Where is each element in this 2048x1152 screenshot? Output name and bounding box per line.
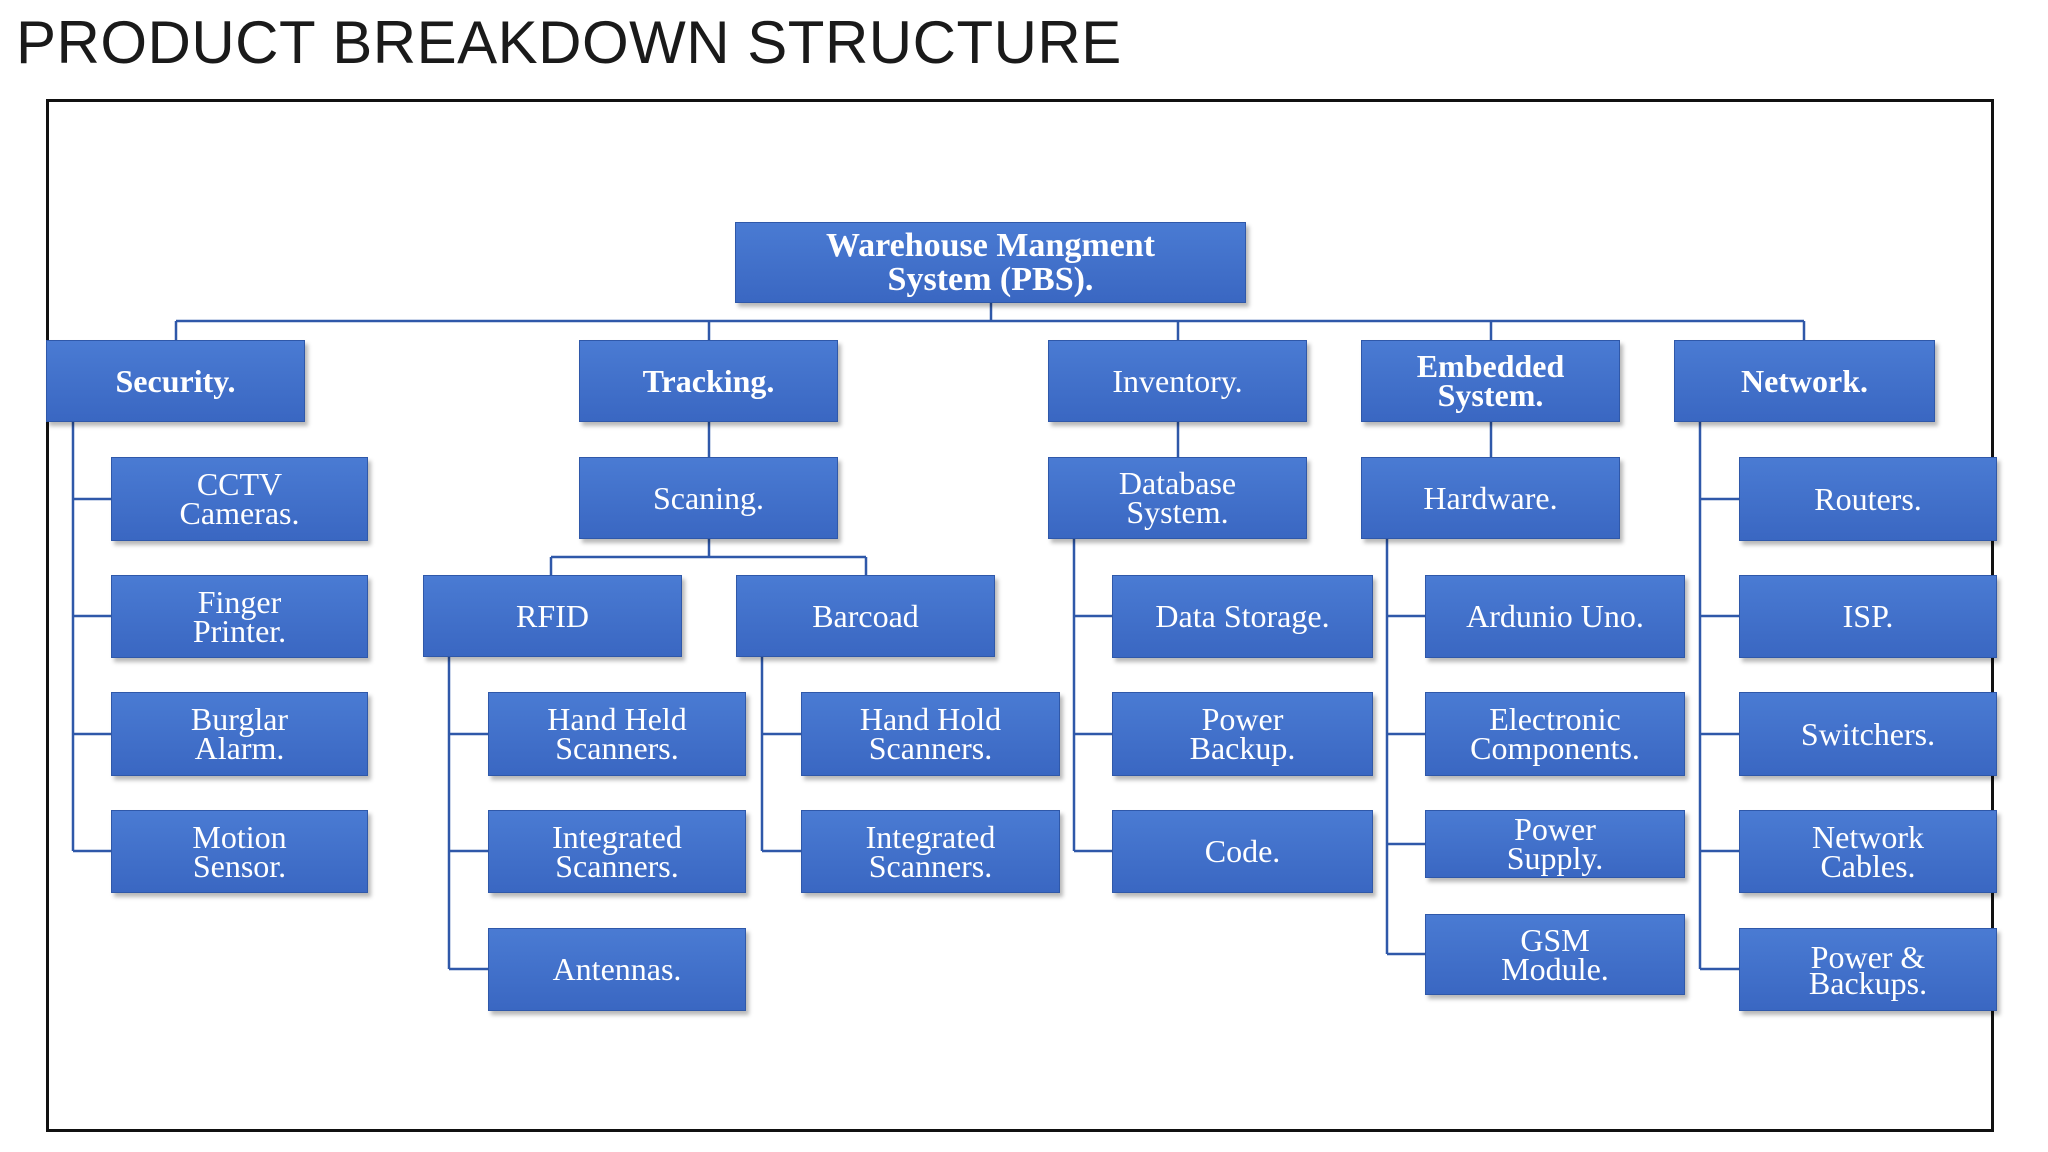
- node-code: Code.: [1112, 810, 1373, 893]
- node-rfid-hand-held-scanners: Hand Held Scanners.: [488, 692, 746, 776]
- node-label: Integrated Scanners.: [865, 818, 996, 884]
- node-tracking: Tracking.: [579, 340, 838, 422]
- slide-title: PRODUCT BREAKDOWN STRUCTURE: [16, 9, 1122, 76]
- node-network: Network.: [1674, 340, 1935, 422]
- node-hardware: Hardware.: [1361, 457, 1620, 539]
- node-gsm-module: GSM Module.: [1425, 914, 1685, 995]
- node-finger-printer: Finger Printer.: [111, 575, 368, 658]
- node-database-system: Database System.: [1048, 457, 1307, 539]
- node-label: Antennas.: [552, 951, 682, 987]
- node-power-backup: Power Backup.: [1112, 692, 1373, 776]
- node-label: ISP.: [1842, 598, 1894, 634]
- node-rfid-integrated-scanners: Integrated Scanners.: [488, 810, 746, 893]
- node-ardunio-uno: Ardunio Uno.: [1425, 575, 1685, 658]
- node-label: Integrated Scanners.: [552, 818, 682, 884]
- node-cctv-cameras: CCTV Cameras.: [111, 457, 368, 541]
- node-network-label: Network.: [1740, 362, 1869, 399]
- node-label: Barcoad: [812, 597, 919, 634]
- node-label: Electronic Components.: [1470, 701, 1640, 766]
- node-network-cables: Network Cables.: [1739, 810, 1997, 893]
- node-security: Security.: [46, 340, 305, 422]
- node-power-backups: Power & Backups.: [1739, 928, 1997, 1011]
- node-label: Code.: [1204, 833, 1281, 869]
- node-antennas: Antennas.: [488, 928, 746, 1011]
- node-label: Hardware.: [1423, 479, 1558, 516]
- node-label: RFID: [516, 597, 589, 634]
- node-label: GSM Module.: [1501, 921, 1609, 987]
- node-rfid: RFID: [423, 575, 682, 657]
- node-barcoad: Barcoad: [736, 575, 995, 657]
- node-label: Finger Printer.: [192, 583, 287, 649]
- node-label: Hand Held Scanners.: [547, 701, 687, 766]
- node-data-storage: Data Storage.: [1112, 575, 1373, 658]
- node-root: Warehouse Mangment System (PBS).: [735, 222, 1246, 303]
- node-label: Power Backup.: [1189, 701, 1296, 766]
- node-label: Hand Hold Scanners.: [859, 701, 1002, 766]
- node-inventory-label: Inventory.: [1112, 362, 1243, 399]
- node-label: Motion Sensor.: [192, 818, 287, 884]
- node-label: Database System.: [1118, 465, 1237, 530]
- node-label: Power & Backups.: [1808, 938, 1928, 1001]
- node-electronic-components: Electronic Components.: [1425, 692, 1685, 776]
- node-embedded-label: Embedded System.: [1416, 348, 1565, 413]
- node-inventory: Inventory.: [1048, 340, 1307, 422]
- node-root-label: Warehouse Mangment System (PBS).: [826, 226, 1155, 298]
- node-isp: ISP.: [1739, 575, 1997, 658]
- node-routers: Routers.: [1739, 457, 1997, 541]
- node-label: Burglar Alarm.: [190, 701, 289, 766]
- node-label: Routers.: [1814, 480, 1922, 517]
- node-barcoad-integrated-scanners: Integrated Scanners.: [801, 810, 1060, 893]
- node-label: Ardunio Uno.: [1466, 598, 1644, 634]
- node-barcoad-hand-hold-scanners: Hand Hold Scanners.: [801, 692, 1060, 776]
- node-label: CCTV Cameras.: [179, 466, 300, 531]
- node-tracking-label: Tracking.: [642, 362, 775, 399]
- node-motion-sensor: Motion Sensor.: [111, 810, 368, 893]
- node-scaning: Scaning.: [579, 457, 838, 539]
- node-power-supply: Power Supply.: [1425, 810, 1685, 878]
- node-label: Network Cables.: [1812, 818, 1924, 884]
- node-burglar-alarm: Burglar Alarm.: [111, 692, 368, 776]
- node-label: Switchers.: [1800, 715, 1936, 752]
- node-label: Power Supply.: [1506, 811, 1604, 876]
- node-embedded-system: Embedded System.: [1361, 340, 1620, 422]
- node-label: Data Storage.: [1155, 598, 1330, 634]
- node-switchers: Switchers.: [1739, 692, 1997, 776]
- node-security-label: Security.: [115, 362, 236, 399]
- node-label: Scaning.: [652, 479, 765, 516]
